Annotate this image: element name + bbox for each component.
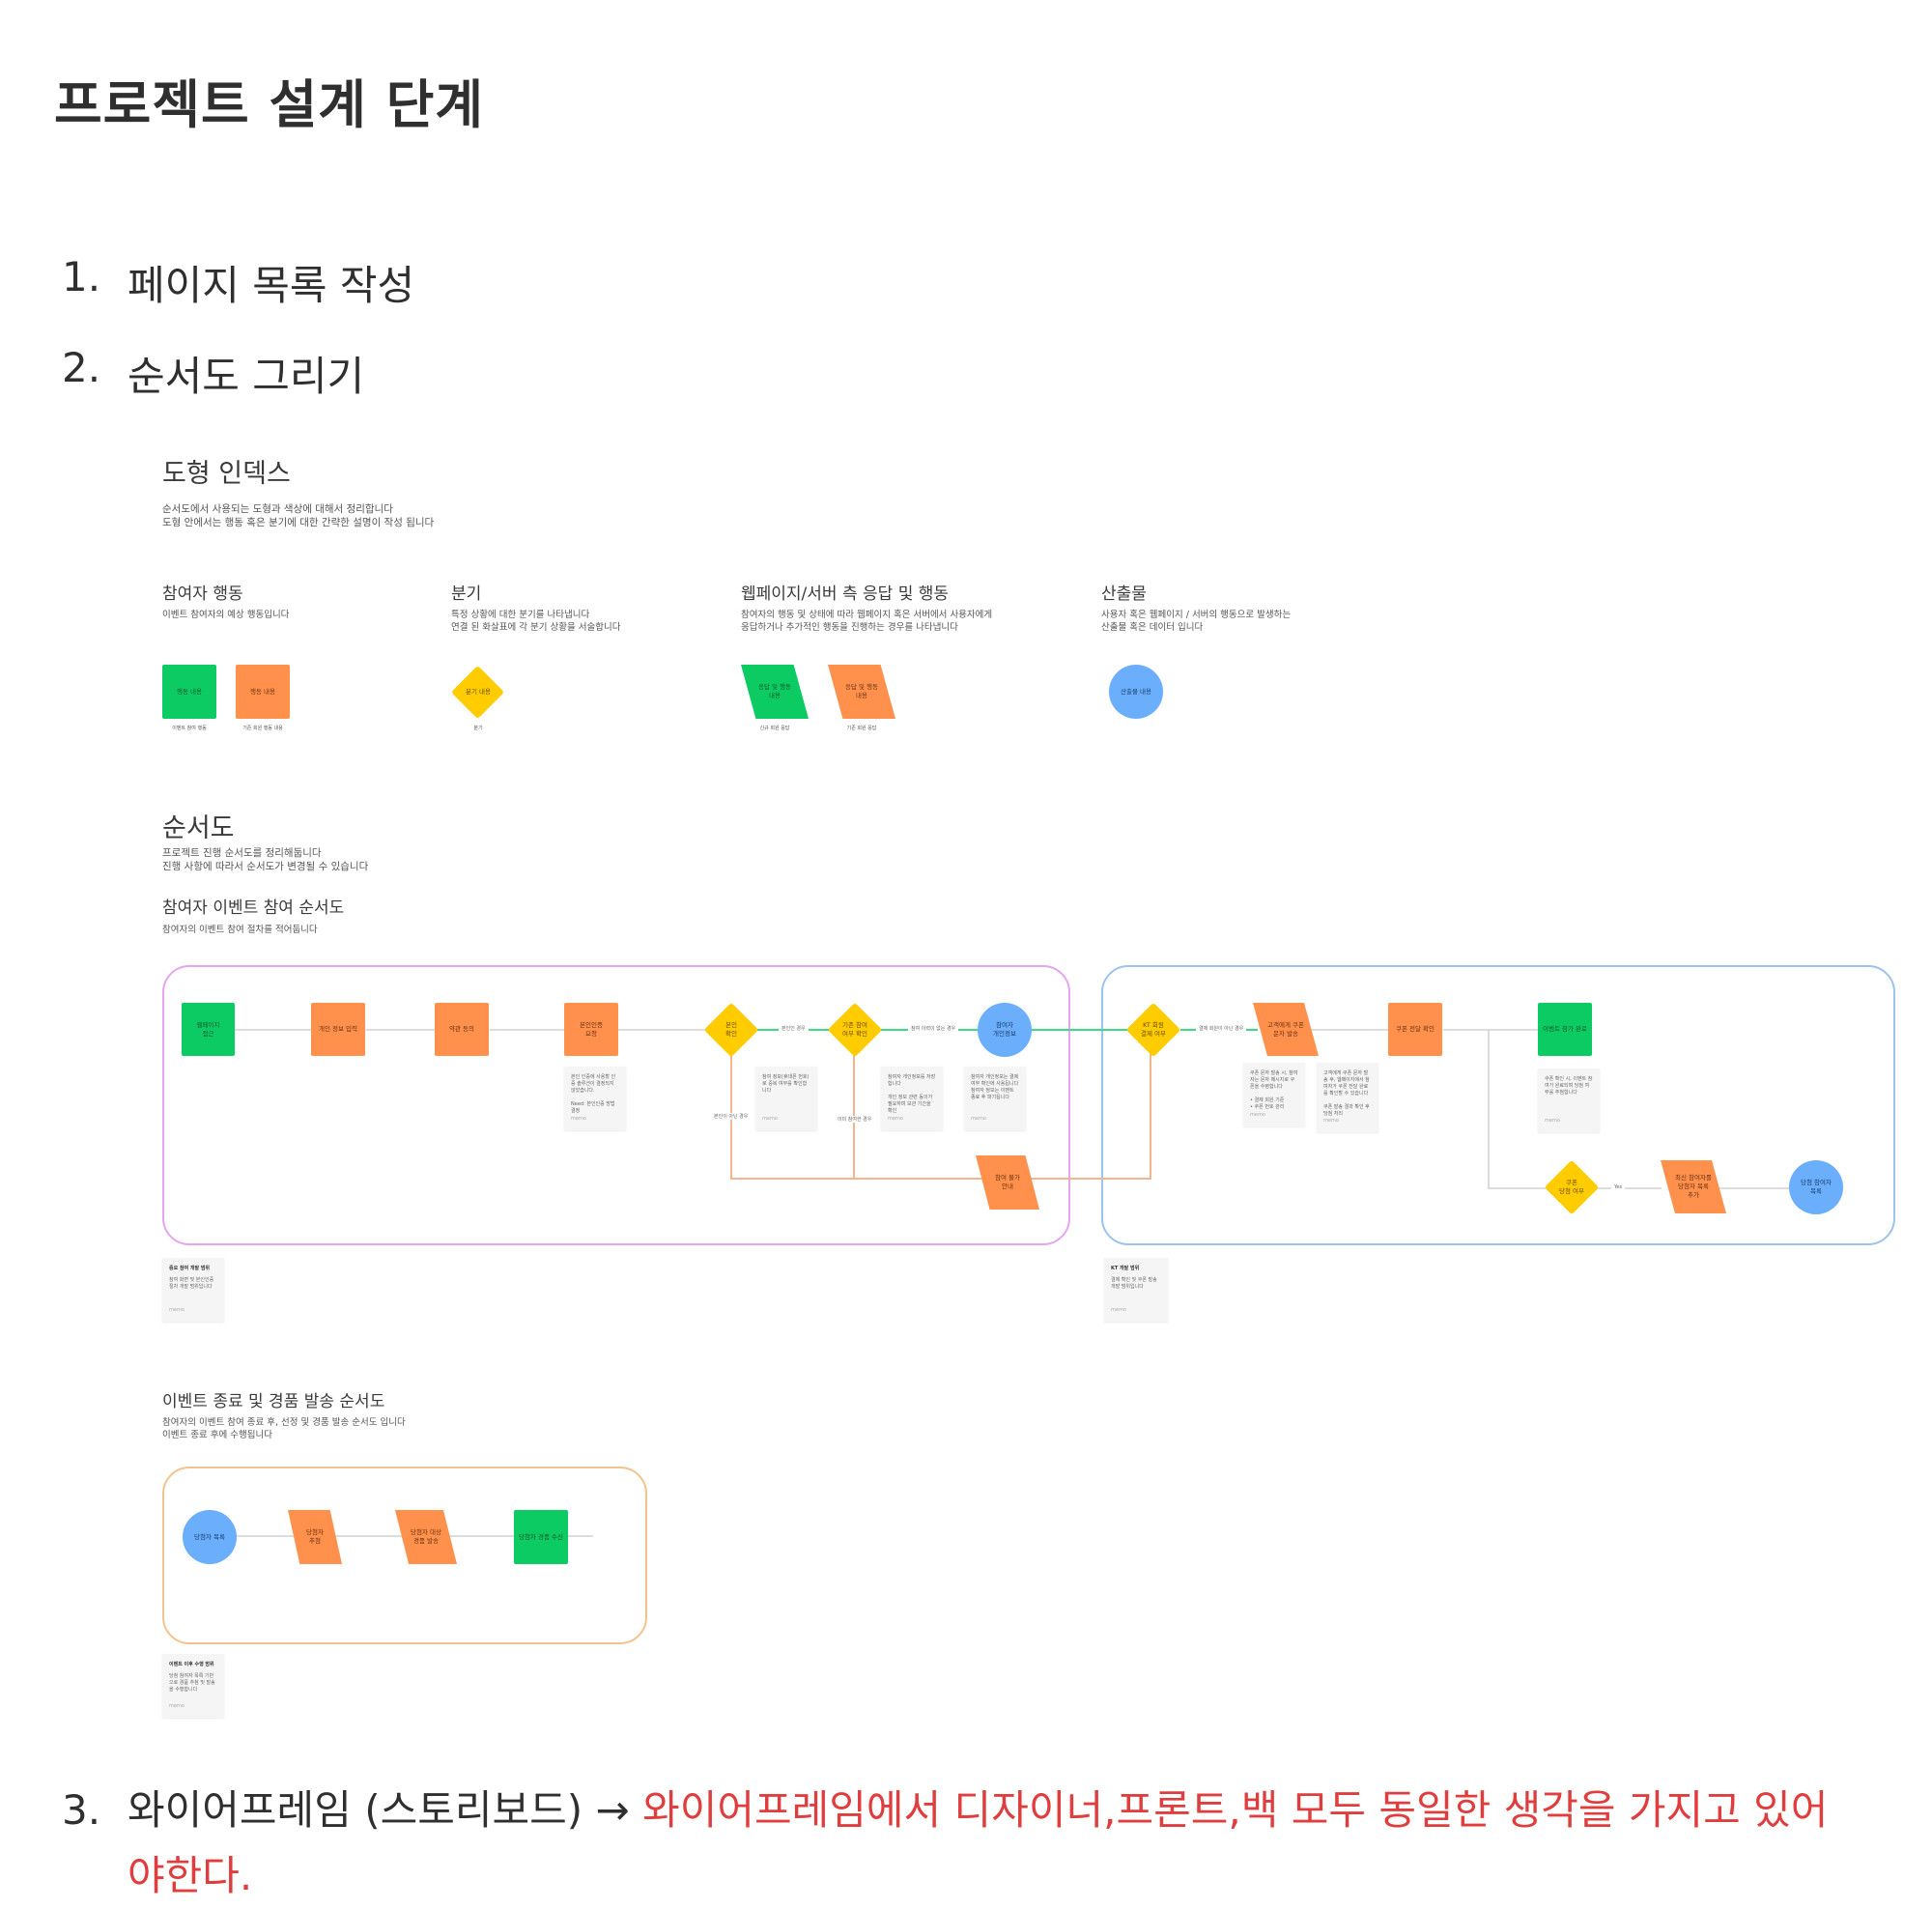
category-desc: 참여자의 행동 및 상태에 따라 웹페이지 혹은 서버에서 사용자에게 응답하거… xyxy=(741,610,993,633)
category-desc: 사용자 혹은 웹페이지 / 서버의 행동으로 발생하는 산출물 혹은 데이터 입… xyxy=(1101,610,1292,633)
prize-flow-title: 이벤트 종료 및 경품 발송 순서도 xyxy=(162,1392,385,1411)
legend-response-shape-green: 응답 및 행동 내용 xyxy=(741,665,809,719)
connector xyxy=(1594,1187,1662,1189)
step-highlight-note: 와이어프레임에서 디자이너,프론트,백 모두 동일한 생각을 가지고 있어 xyxy=(642,1786,1829,1834)
node-label: 쿠폰 당첨 여부 xyxy=(1559,1178,1584,1195)
prize-frame xyxy=(162,1467,647,1644)
category-title: 분기 xyxy=(451,584,482,604)
participation-frame-right xyxy=(1101,965,1895,1245)
connector-yes xyxy=(1032,1029,1128,1031)
step-label: 와이어프레임 (스토리보드) → xyxy=(128,1786,630,1834)
node-participant-data: 참여자 개인정보 xyxy=(978,1003,1032,1057)
step-2: 2. 순서도 그리기 xyxy=(62,344,364,403)
node-label: 기존 참여 여부 확인 xyxy=(842,1020,867,1038)
legend-participant-shape: 행동 내용 xyxy=(162,665,216,719)
node-receive-prize: 당첨자 경품 수신 xyxy=(514,1510,568,1564)
step-highlight-note-cont: 야한다. xyxy=(128,1852,253,1899)
flowchart-title: 순서도 xyxy=(162,813,235,843)
step-number: 3. xyxy=(62,1786,101,1834)
step-1: 1. 페이지 목록 작성 xyxy=(62,253,414,312)
edge-label: 이미 참여한 경우 xyxy=(835,1116,875,1123)
legend-action-shape: 행동 내용 xyxy=(236,665,290,719)
sticky-note: 쿠폰 문자 발송 시, 참여자는 문자 메시지로 쿠폰을 수령합니다 • 결제 … xyxy=(1243,1063,1305,1126)
shape-index-subtitle: 순서도에서 사용되는 도형과 색상에 대해서 정리합니다 도형 안에서는 행동 … xyxy=(162,503,435,528)
node-terms-agree: 약관 동의 xyxy=(435,1003,489,1056)
connector xyxy=(366,1029,436,1031)
sticky-note: 본인 인증에 사용할 인증 솔루션이 결정되지 않았습니다. Need: 본인인… xyxy=(564,1067,626,1130)
connector xyxy=(1488,1029,1490,1188)
sticky-note: 참여자 개인정보를 저장합니다 개인 정보 관련 동의가 필요하며 보관 기간을… xyxy=(881,1067,943,1130)
node-winner-list: 당첨자 목록 xyxy=(183,1510,237,1564)
shape-caption: 기존 회원 응답 xyxy=(846,726,877,731)
connector xyxy=(490,1029,565,1031)
shape-caption: 기존 회원 행동 내용 xyxy=(242,726,283,731)
category-title: 웹페이지/서버 측 응답 및 행동 xyxy=(741,584,950,604)
shape-caption: 이벤트 참여 행동 xyxy=(172,726,207,731)
connector xyxy=(1715,1187,1792,1189)
category-desc: 특정 상황에 대한 분기를 나타냅니다 연결 된 화살표에 각 분기 상황을 서… xyxy=(451,610,621,633)
shape-label: 분기 내용 xyxy=(466,687,491,696)
sticky-note: 고객에게 쿠폰 문자 발송 후, 웹페이지에서 참여자가 쿠폰 전달 완료를 확… xyxy=(1317,1063,1378,1132)
shape-caption: 신규 회원 응답 xyxy=(759,726,790,731)
flowchart-subtitle: 프로젝트 진행 순서도를 정리해둡니다 진행 사항에 따라서 순서도가 변경될 … xyxy=(162,847,369,872)
edge-label: 참여 이력이 없는 경우 xyxy=(908,1025,959,1032)
shape-index-title: 도형 인덱스 xyxy=(162,459,291,489)
connector xyxy=(1306,1029,1389,1031)
step-label: 순서도 그리기 xyxy=(128,353,365,400)
step-number: 1. xyxy=(62,253,101,300)
prize-flow-subtitle: 참여자의 이벤트 참여 종료 후, 선정 및 경품 발송 순서도 입니다 이벤트… xyxy=(162,1417,406,1440)
node-coupon-confirm: 쿠폰 전달 확인 xyxy=(1388,1003,1442,1056)
connector xyxy=(1443,1029,1540,1031)
edge-label: Yes xyxy=(1611,1184,1626,1190)
node-webpage-access: 웹페이지 접근 xyxy=(182,1003,235,1056)
node-winner-list: 당첨 참여자 목록 xyxy=(1789,1160,1843,1214)
category-desc: 이벤트 참여자의 예상 행동입니다 xyxy=(162,610,290,620)
connector-no xyxy=(730,1178,1151,1180)
participation-flow-title: 참여자 이벤트 참여 순서도 xyxy=(162,898,345,918)
edge-label: 본인이 아닌 경우 xyxy=(711,1113,752,1120)
category-title: 참여자 행동 xyxy=(162,584,243,604)
connector xyxy=(618,1029,705,1031)
participation-flow-subtitle: 참여자의 이벤트 참여 절차를 적어둡니다 xyxy=(162,925,318,935)
node-event-complete: 이벤트 참가 완료 xyxy=(1538,1003,1592,1056)
category-title: 산출물 xyxy=(1101,584,1147,604)
shape-caption: 분기 xyxy=(473,726,483,731)
connector xyxy=(235,1029,312,1031)
connector xyxy=(1488,1187,1546,1189)
node-label: KT 회원 결제 여부 xyxy=(1141,1020,1166,1038)
node-label: 본인 확인 xyxy=(725,1020,737,1038)
legend-response-shape-orange: 응답 및 행동 내용 xyxy=(828,665,895,719)
step-number: 2. xyxy=(62,344,101,391)
sticky-note: 참여자 개인정보는 결제 여부 확인에 사용됩니다 참여자 정보는 이벤트 종료… xyxy=(964,1067,1026,1130)
legend-output-shape: 산출물 내용 xyxy=(1109,665,1163,719)
step-label: 페이지 목록 작성 xyxy=(128,262,415,309)
step-3: 3. 와이어프레임 (스토리보드) → 와이어프레임에서 디자이너,프론트,백 … xyxy=(62,1778,1917,1909)
page-title: 프로젝트 설계 단계 xyxy=(54,74,485,135)
node-personal-info: 개인 정보 입력 xyxy=(311,1003,365,1056)
edge-label: 본인인 경우 xyxy=(779,1025,809,1032)
node-auth-request: 본인인증 요청 xyxy=(564,1003,618,1056)
connector-no xyxy=(1150,1053,1151,1180)
edge-label: 결제 회원이 아닌 경우 xyxy=(1196,1025,1247,1032)
